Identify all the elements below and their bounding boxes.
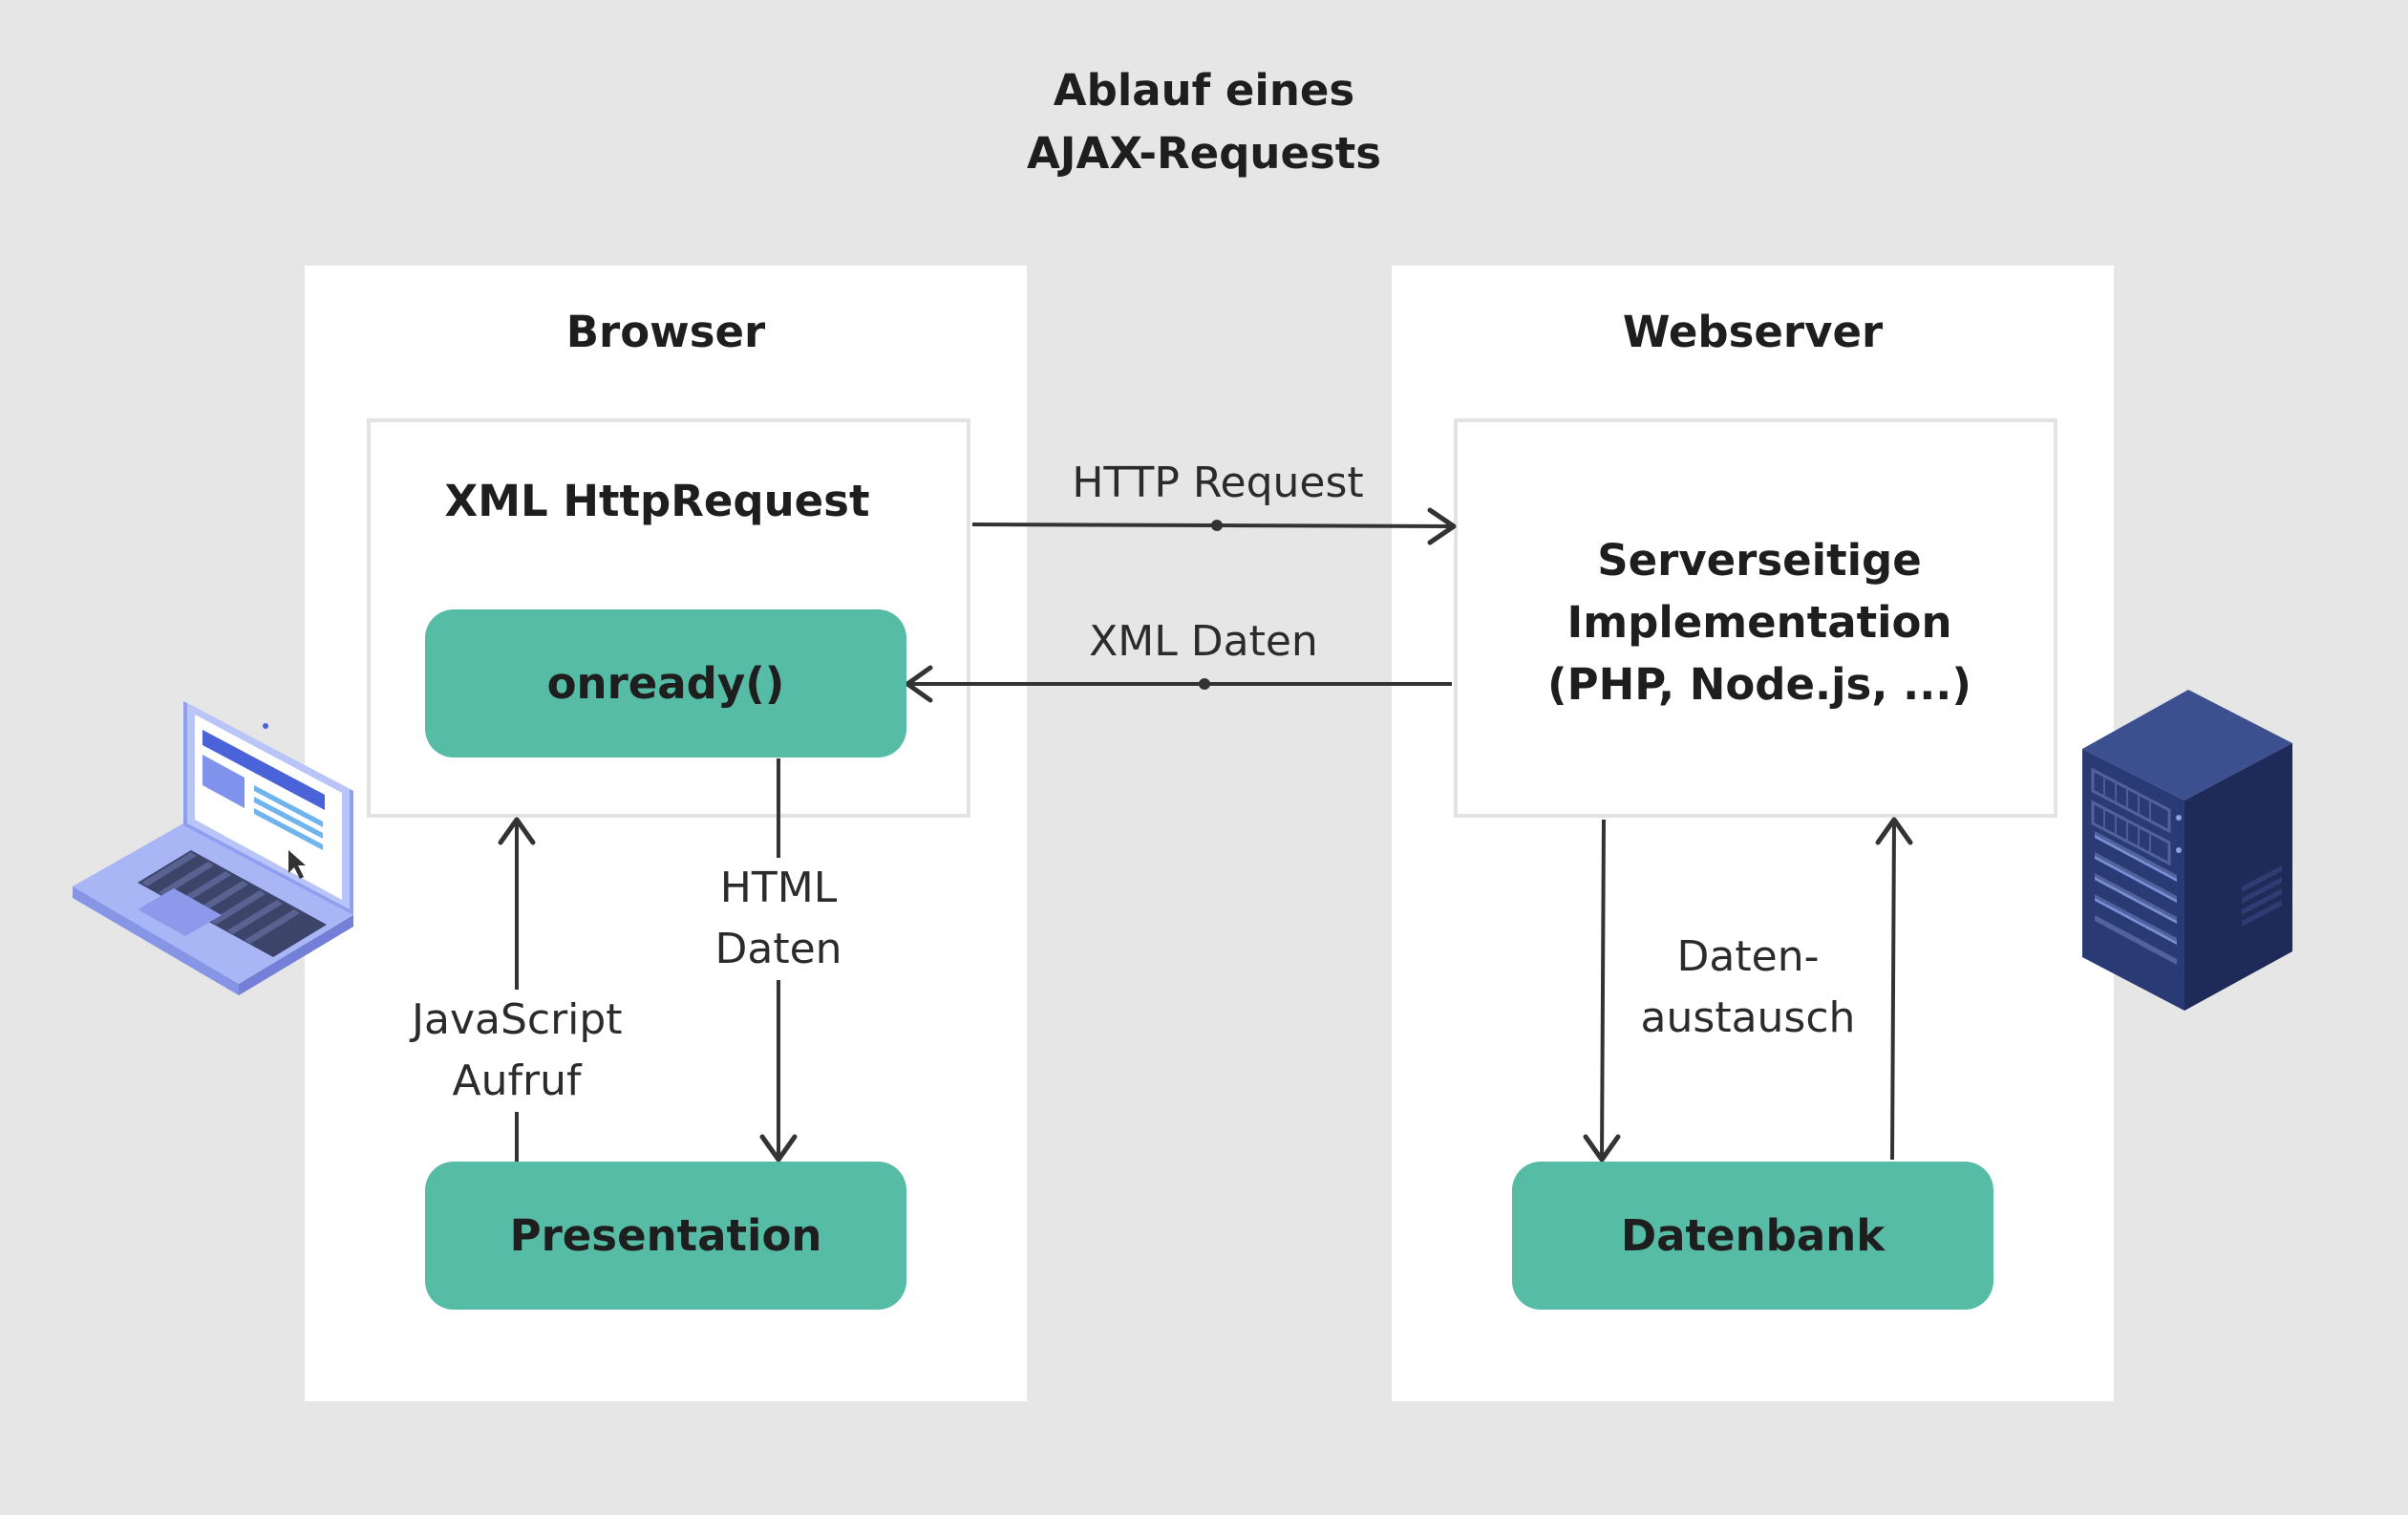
server-implementation-line-1: Serverseitige [1597,535,1922,586]
xml-data-label: XML Daten [1089,617,1318,666]
server-rack-icon [2082,690,2292,1011]
xml-data-arrow [905,665,1452,703]
html-data-label: HTML Daten [702,858,855,980]
javascript-call-label: JavaScript Aufruf [412,990,623,1112]
server-implementation-box: Serverseitige Implementation (PHP, Node.… [1454,418,2057,818]
data-exchange-up-arrow [1875,817,1913,1161]
http-request-label: HTTP Request [1072,459,1364,507]
html-data-line-1: HTML [719,864,838,912]
http-request-arrow [971,507,1457,545]
diagram-title: Ablauf eines AJAX-Requests [0,59,2408,185]
server-implementation-line-2: Implementation [1566,597,1952,648]
javascript-call-line-2: Aufruf [452,1056,582,1105]
data-exchange-line-2: austausch [1640,993,1856,1042]
diagram-title-line-2: AJAX-Requests [1026,128,1382,179]
javascript-call-line-1: JavaScript [412,995,623,1044]
webserver-title: Webserver [1622,307,1884,357]
data-exchange-line-1: Daten- [1676,932,1820,981]
presentation-pill: Presentation [425,1162,906,1310]
data-exchange-down-arrow [1583,819,1621,1163]
database-pill: Datenbank [1512,1162,1993,1310]
server-implementation-line-3: (PHP, Node.js, ...) [1547,659,1971,710]
diagram-title-line-1: Ablauf eines [1053,65,1355,116]
xml-httprequest-title: XML HttpRequest [444,476,870,526]
onready-pill: onready() [425,609,906,758]
data-exchange-label: Daten- austausch [1633,927,1863,1049]
browser-title: Browser [565,307,766,357]
server-implementation-text: Serverseitige Implementation (PHP, Node.… [1458,529,2061,715]
laptop-icon [73,701,353,995]
html-data-line-2: Daten [714,925,842,973]
